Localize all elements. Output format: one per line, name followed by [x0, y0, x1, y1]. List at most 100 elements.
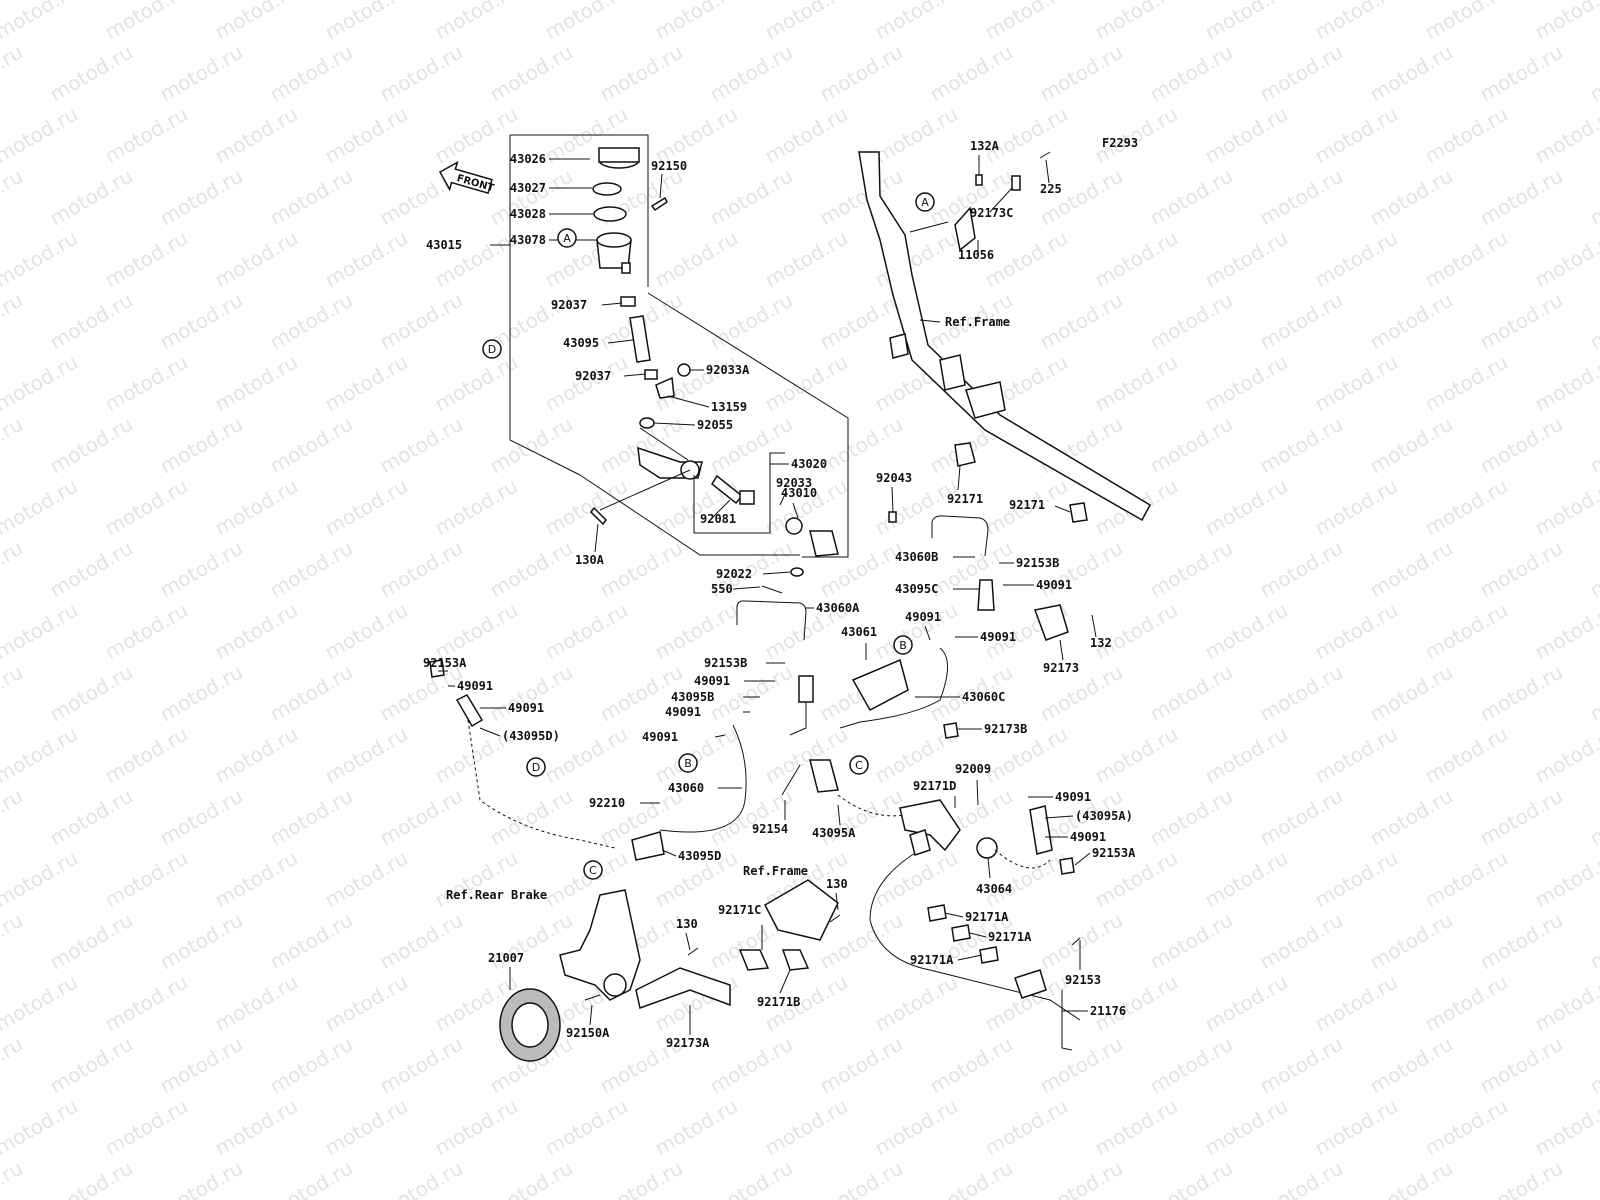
leader-line: [835, 892, 839, 911]
clamp-92171a-3: [979, 946, 999, 964]
part-number-label: 49091: [1055, 790, 1091, 804]
leader-line: [1074, 852, 1091, 866]
reference-marker-letter: A: [563, 232, 571, 245]
part-number-label: 11056: [958, 248, 994, 262]
part-number-label: 130A: [575, 553, 605, 567]
front-arrow: FRONT: [438, 160, 495, 194]
group-bracket-bottom: [579, 474, 800, 556]
group-bracket-left: [509, 135, 581, 476]
reference-marker-circle: [482, 339, 502, 359]
leader-frame-a: [909, 221, 949, 233]
brake-pipe-43060a: [736, 600, 807, 641]
part-number-label: 92043: [876, 471, 912, 485]
part-number-label: 21007: [488, 951, 524, 965]
part-number-label: 92037: [551, 298, 587, 312]
brake-pipe-43060: [659, 724, 747, 833]
piston: [739, 490, 755, 505]
part-number-label: (43095A): [1075, 809, 1133, 823]
push-rod: [809, 530, 839, 557]
part-number-label: 49091: [642, 730, 678, 744]
piston-spring: [711, 474, 744, 505]
caliper-pivot: [603, 973, 627, 997]
reference-marker-circle: [557, 228, 577, 248]
reservoir-hose: [629, 315, 651, 363]
part-number-label: 49091: [1070, 830, 1106, 844]
leader-line: [792, 502, 799, 519]
reservoir-top: [596, 232, 632, 248]
part-number-label: 92171A: [910, 953, 954, 967]
master-cylinder-assembly: [509, 134, 897, 594]
leader-line: [891, 486, 894, 513]
part-number-label: 130: [676, 917, 698, 931]
washer-92022: [790, 567, 804, 577]
leader-line: [957, 465, 961, 491]
part-number-label: 49091: [905, 610, 941, 624]
diaphragm: [593, 206, 627, 222]
reference-marker-letter: B: [684, 757, 692, 770]
reference-marker-circle: [915, 192, 935, 212]
reference-marker-circle: [678, 753, 698, 773]
leader-line: [1091, 614, 1097, 638]
bolt-92153: [1071, 937, 1081, 946]
part-number-label: 92022: [716, 567, 752, 581]
leader-line: [667, 395, 710, 408]
banjo-bolt-92153a-left: [429, 659, 445, 678]
sensor-cable-right: [1061, 990, 1073, 1051]
part-number-label: 21176: [1090, 1004, 1126, 1018]
part-number-label: 43095D: [678, 849, 721, 863]
frame-section: [858, 151, 1151, 523]
hose-fitting-left: [455, 694, 484, 728]
part-number-label: 43060B: [895, 550, 938, 564]
part-number-label: 132A: [970, 139, 1000, 153]
part-number-label: 92171A: [988, 930, 1032, 944]
hose-43095a-top: [809, 759, 839, 793]
frame-mount: [939, 354, 966, 391]
caliper-bracket: [559, 889, 641, 1001]
part-number-label: 92210: [589, 796, 625, 810]
hose-right-path: [994, 849, 1051, 869]
switch-lead: [789, 702, 807, 736]
leader-line: [976, 779, 979, 806]
abs-sensor-21176: [1014, 969, 1047, 999]
leader-line: [762, 571, 791, 575]
grommet-43064: [976, 837, 998, 859]
banjo-bolt-92153a-right: [1059, 857, 1075, 875]
leader-line: [479, 727, 501, 737]
junction-block-43061: [851, 658, 909, 712]
bolt-92150a: [584, 994, 601, 1001]
part-number-label: 92153B: [1016, 556, 1059, 570]
part-number-label: 92173: [1043, 661, 1079, 675]
leader-line: [1044, 815, 1074, 819]
part-number-label: 92171C: [718, 903, 761, 917]
banjo-43095d: [631, 831, 665, 861]
clamp-92173a: [635, 967, 731, 1009]
brake-lines: [429, 515, 1075, 875]
leader-line: [659, 173, 663, 199]
leader-line: [601, 302, 623, 306]
part-number-label: 49091: [508, 701, 544, 715]
part-number-label: 92150: [651, 159, 687, 173]
leader-line: [924, 625, 931, 641]
part-number-label: 92154: [752, 822, 788, 836]
part-number-label: 92055: [697, 418, 733, 432]
bolt-130a: [590, 506, 607, 526]
leader-line: [1059, 639, 1064, 661]
part-number-label: 92009: [955, 762, 991, 776]
part-number-label: 43060A: [816, 601, 860, 615]
dust-boot: [785, 517, 803, 535]
part-number-label: (43095D): [502, 729, 560, 743]
screw-92150: [650, 196, 668, 212]
leader-line: [661, 849, 677, 857]
part-number-label: 49091: [457, 679, 493, 693]
hose-43095d-path: [467, 719, 616, 849]
part-number-label: 92037: [575, 369, 611, 383]
connector-fitting: [655, 376, 675, 399]
o-ring: [639, 417, 655, 429]
clamp-92171c: [738, 949, 770, 971]
part-number-label: 550: [711, 582, 733, 596]
part-number-label: 43015: [426, 238, 462, 252]
front-arrow-icon: [438, 160, 493, 194]
reservoir-cap-body: [598, 147, 640, 163]
group-bracket-top: [510, 134, 649, 287]
part-number-label: 92153: [1065, 973, 1101, 987]
